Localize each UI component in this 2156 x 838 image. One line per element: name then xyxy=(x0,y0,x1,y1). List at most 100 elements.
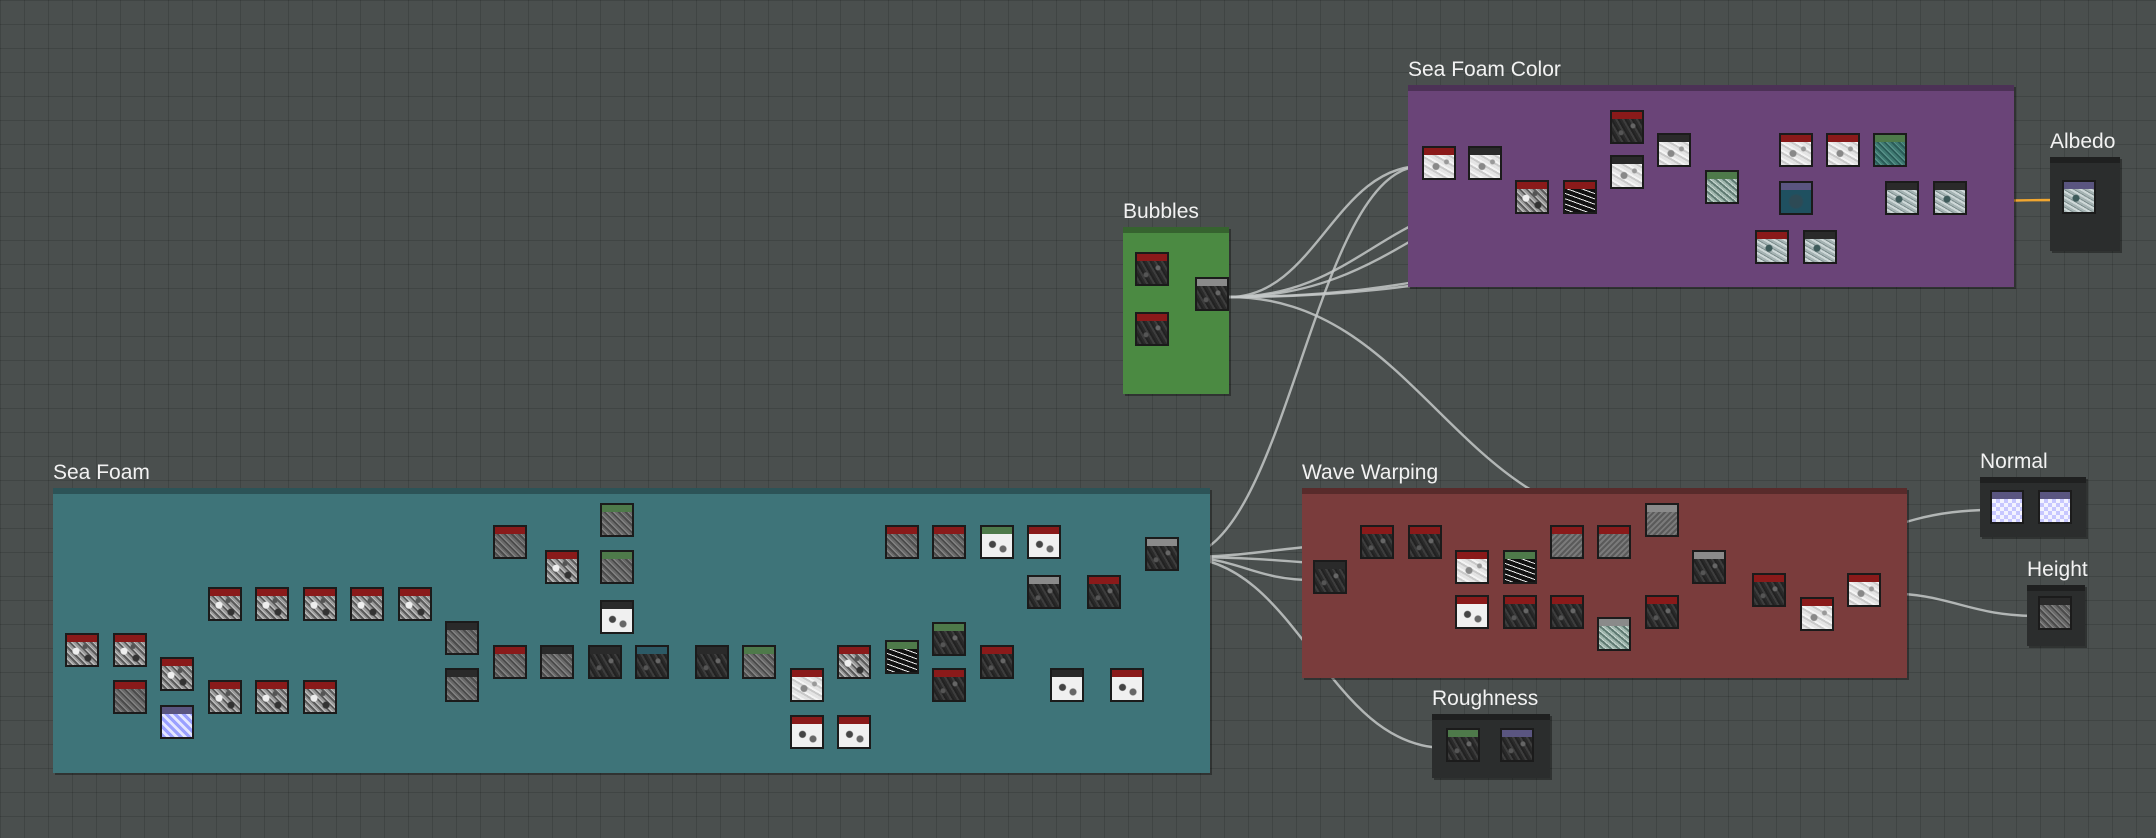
graph-node[interactable] xyxy=(208,680,242,714)
graph-node[interactable] xyxy=(1050,668,1084,702)
graph-node[interactable] xyxy=(350,587,384,621)
graph-node[interactable] xyxy=(1873,133,1907,167)
graph-node[interactable] xyxy=(1933,181,1967,215)
graph-node[interactable] xyxy=(600,503,634,537)
graph-node[interactable] xyxy=(445,668,479,702)
graph-node[interactable] xyxy=(1503,595,1537,629)
graph-node[interactable] xyxy=(600,550,634,584)
graph-node[interactable] xyxy=(1755,230,1789,264)
graph-node[interactable] xyxy=(1752,573,1786,607)
node-thumbnail xyxy=(210,689,240,712)
graph-node[interactable] xyxy=(160,705,194,739)
graph-node[interactable] xyxy=(588,645,622,679)
node-thumbnail xyxy=(210,596,240,619)
graph-node[interactable] xyxy=(980,525,1014,559)
node-header xyxy=(792,670,822,677)
graph-node[interactable] xyxy=(1645,503,1679,537)
node-header xyxy=(67,635,97,642)
graph-node[interactable] xyxy=(160,657,194,691)
graph-node[interactable] xyxy=(208,587,242,621)
graph-node[interactable] xyxy=(885,525,919,559)
graph-node[interactable] xyxy=(1645,595,1679,629)
graph-node[interactable] xyxy=(932,622,966,656)
graph-node[interactable] xyxy=(65,633,99,667)
graph-node[interactable] xyxy=(980,645,1014,679)
node-thumbnail xyxy=(982,534,1012,557)
frame-wave-warping[interactable]: Wave Warping xyxy=(1302,461,1907,678)
node-header xyxy=(602,552,632,559)
graph-node[interactable] xyxy=(1408,525,1442,559)
graph-node[interactable] xyxy=(1446,728,1480,762)
graph-node[interactable] xyxy=(1779,181,1813,215)
graph-node[interactable] xyxy=(1455,595,1489,629)
graph-node[interactable] xyxy=(1468,146,1502,180)
graph-node[interactable] xyxy=(445,621,479,655)
node-thumbnail xyxy=(1457,559,1487,582)
graph-node[interactable] xyxy=(1597,617,1631,651)
graph-node[interactable] xyxy=(790,715,824,749)
graph-node[interactable] xyxy=(1135,252,1169,286)
frame-title: Normal xyxy=(1980,450,2048,473)
graph-node[interactable] xyxy=(1847,573,1881,607)
frame-title: Wave Warping xyxy=(1302,461,1439,484)
graph-node[interactable] xyxy=(932,668,966,702)
graph-node[interactable] xyxy=(1550,525,1584,559)
graph-node[interactable] xyxy=(2062,180,2096,214)
graph-node[interactable] xyxy=(1027,525,1061,559)
graph-node[interactable] xyxy=(545,550,579,584)
graph-node[interactable] xyxy=(1087,575,1121,609)
graph-node[interactable] xyxy=(2038,596,2072,630)
graph-node[interactable] xyxy=(1597,525,1631,559)
graph-node[interactable] xyxy=(932,525,966,559)
graph-node[interactable] xyxy=(1550,595,1584,629)
graph-node[interactable] xyxy=(1692,550,1726,584)
graph-node[interactable] xyxy=(303,680,337,714)
graph-node[interactable] xyxy=(2038,490,2072,524)
graph-node[interactable] xyxy=(600,600,634,634)
graph-node[interactable] xyxy=(1027,575,1061,609)
graph-node[interactable] xyxy=(1779,133,1813,167)
graph-node[interactable] xyxy=(303,587,337,621)
graph-node[interactable] xyxy=(1803,230,1837,264)
graph-node[interactable] xyxy=(742,645,776,679)
graph-node[interactable] xyxy=(1422,146,1456,180)
graph-node[interactable] xyxy=(255,680,289,714)
graph-node[interactable] xyxy=(398,587,432,621)
graph-node[interactable] xyxy=(695,645,729,679)
node-thumbnail xyxy=(1315,569,1345,592)
node-header xyxy=(257,682,287,689)
graph-node[interactable] xyxy=(1145,537,1179,571)
graph-node[interactable] xyxy=(1800,597,1834,631)
graph-node[interactable] xyxy=(1826,133,1860,167)
graph-node[interactable] xyxy=(1195,277,1229,311)
graph-node[interactable] xyxy=(790,668,824,702)
graph-node[interactable] xyxy=(1657,133,1691,167)
graph-node[interactable] xyxy=(837,645,871,679)
node-thumbnail xyxy=(602,512,632,535)
graph-node[interactable] xyxy=(1610,110,1644,144)
graph-node[interactable] xyxy=(1313,560,1347,594)
graph-node[interactable] xyxy=(493,645,527,679)
graph-node[interactable] xyxy=(1705,170,1739,204)
graph-node[interactable] xyxy=(1885,181,1919,215)
graph-node[interactable] xyxy=(1500,728,1534,762)
graph-node[interactable] xyxy=(540,645,574,679)
graph-node[interactable] xyxy=(635,645,669,679)
graph-node[interactable] xyxy=(255,587,289,621)
graph-node[interactable] xyxy=(1563,180,1597,214)
graph-node[interactable] xyxy=(1360,525,1394,559)
graph-node[interactable] xyxy=(113,680,147,714)
graph-node[interactable] xyxy=(885,640,919,674)
graph-node[interactable] xyxy=(1110,668,1144,702)
graph-node[interactable] xyxy=(1503,550,1537,584)
graph-node[interactable] xyxy=(837,715,871,749)
graph-node[interactable] xyxy=(113,633,147,667)
node-header xyxy=(2040,598,2070,605)
graph-node[interactable] xyxy=(1515,180,1549,214)
graph-node[interactable] xyxy=(1455,550,1489,584)
graph-node[interactable] xyxy=(493,525,527,559)
graph-node[interactable] xyxy=(1990,490,2024,524)
graph-node[interactable] xyxy=(1135,312,1169,346)
graph-node[interactable] xyxy=(1610,155,1644,189)
